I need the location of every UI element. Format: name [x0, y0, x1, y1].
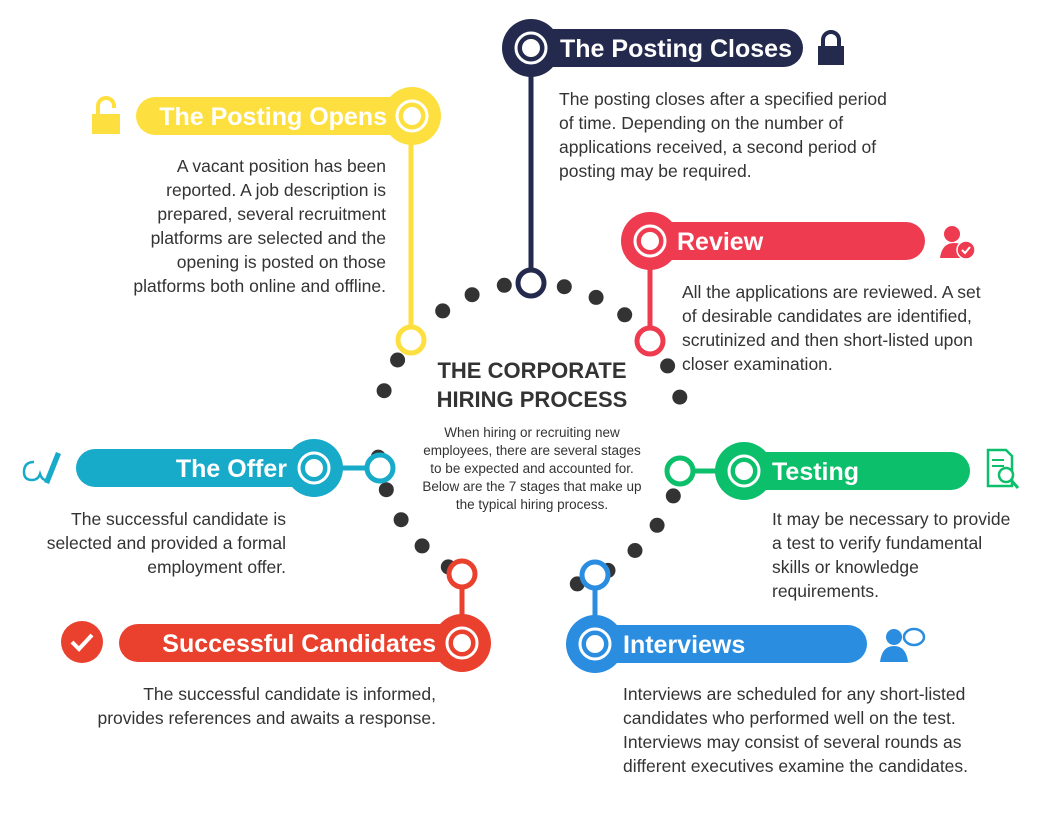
ring-node	[664, 455, 696, 487]
stage-posting-closes: The Posting Closes	[502, 19, 844, 299]
stage-title: Review	[677, 228, 764, 256]
ring-dot	[588, 289, 604, 305]
stage-posting-opens: The Posting Opens	[92, 87, 441, 356]
stage-title: Successful Candidates	[162, 630, 436, 658]
ring-dot	[660, 358, 676, 374]
ring-dot	[390, 352, 406, 368]
title-pill	[640, 222, 925, 260]
ring-dot	[378, 482, 394, 498]
lock-open-icon	[92, 96, 120, 134]
diagram-intro: When hiring or recruiting new employees,…	[422, 425, 642, 512]
stage-title: Testing	[772, 458, 859, 486]
stage-title: Interviews	[623, 631, 745, 659]
ring-dot	[627, 543, 643, 558]
ring-dot	[672, 389, 688, 405]
ring-node	[515, 267, 547, 299]
stage-title: The Offer	[176, 455, 287, 483]
ring-node	[364, 452, 396, 484]
stage-testing: Testing	[664, 442, 1020, 500]
user-check-icon	[940, 226, 976, 260]
signature-pen-icon	[22, 452, 61, 484]
checkmark-circle-icon	[61, 621, 103, 663]
title-pill	[76, 449, 326, 487]
ring-dot	[649, 517, 665, 533]
ring-dot	[617, 307, 633, 323]
title-pill	[520, 29, 803, 67]
description-posting-opens: A vacant position has been reported. A j…	[133, 156, 386, 296]
ring-dot	[376, 383, 392, 399]
stage-interviews: Interviews	[566, 559, 926, 673]
description-posting-closes: The posting closes after a specified per…	[559, 89, 887, 181]
stage-the-offer: The Offer	[22, 439, 396, 497]
ring-dot	[435, 303, 451, 319]
description-the-offer: The successful candidate is selected and…	[46, 509, 286, 577]
ring-dot	[556, 279, 572, 295]
description-successful-candidates: The successful candidate is informed, pr…	[97, 684, 436, 728]
stage-title: The Posting Opens	[159, 103, 387, 131]
description-review: All the applications are reviewed. A set…	[682, 282, 981, 374]
stage-review: Review	[621, 212, 976, 357]
diagram-title: THE CORPORATE HIRING PROCESS	[436, 358, 628, 412]
ring-dot	[414, 538, 430, 554]
title-pill	[119, 624, 474, 662]
title-pill	[585, 625, 867, 663]
ring-node	[634, 325, 666, 357]
ring-node	[446, 558, 478, 590]
ring-node	[395, 324, 427, 356]
ring-node	[579, 559, 611, 591]
ring-dot	[665, 488, 681, 504]
ring-dot	[496, 277, 512, 293]
ring-dot	[464, 287, 480, 303]
ring-dot	[393, 512, 409, 528]
title-pill	[136, 97, 426, 135]
stage-title: The Posting Closes	[560, 35, 792, 63]
description-interviews: Interviews are scheduled for any short-l…	[623, 684, 969, 776]
description-testing: It may be necessary to provide a test to…	[772, 509, 1011, 601]
document-search-icon	[986, 448, 1020, 489]
title-pill	[734, 452, 970, 490]
person-speech-icon	[880, 627, 926, 662]
lock-closed-icon	[818, 30, 844, 65]
stage-successful-candidates: Successful Candidates	[61, 558, 491, 672]
